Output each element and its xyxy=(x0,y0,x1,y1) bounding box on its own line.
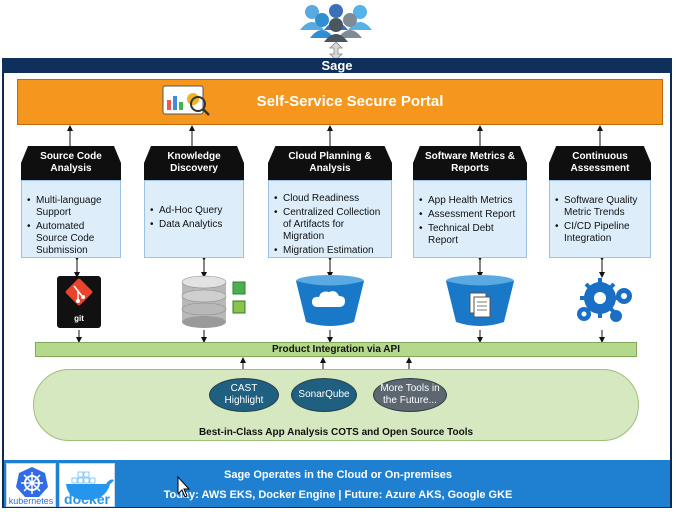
docker-logo xyxy=(59,463,115,507)
users-icon xyxy=(300,4,372,60)
sage-header: Sage xyxy=(2,58,672,73)
portal-title: Self-Service Secure Portal xyxy=(256,93,444,110)
portal-dashboard-icon xyxy=(162,85,210,116)
list-item: Ad-Hoc Query xyxy=(150,205,239,217)
category-header-cloud: Cloud Planning & Analysis xyxy=(268,146,392,180)
tools-caption: Best-in-Class App Analysis COTS and Open… xyxy=(198,427,474,438)
list-item: Software Quality Metric Trends xyxy=(555,195,646,219)
deployment-line: Sage Operates in the Cloud or On-premise… xyxy=(224,469,452,481)
database-icon xyxy=(181,275,246,328)
category-body-continuous: Software Quality Metric Trends CI/CD Pip… xyxy=(549,180,651,258)
category-body-knowledge: Ad-Hoc Query Data Analytics xyxy=(144,180,244,258)
footer-bar xyxy=(4,460,670,507)
list-item: Cloud Readiness xyxy=(274,193,387,205)
kubernetes-label: kubernetes xyxy=(8,496,54,506)
git-label: git xyxy=(74,314,84,323)
reports-bucket-icon xyxy=(446,275,514,326)
category-header-metrics: Software Metrics & Reports xyxy=(413,146,527,180)
tool-sonarqube: SonarQube xyxy=(291,378,357,412)
category-body-source-code: Multi-language Support Automated Source … xyxy=(21,180,121,258)
integration-bar: Product Integration via API xyxy=(35,342,637,357)
tool-cast-highlight: CAST Highlight xyxy=(209,378,279,412)
platforms-line: Today: AWS EKS, Docker Engine | Future: … xyxy=(163,489,513,501)
list-item: Centralized Collection of Artifacts for … xyxy=(274,207,387,243)
list-item: Technical Debt Report xyxy=(419,223,522,247)
cloud-bucket-icon xyxy=(296,275,364,326)
list-item: Data Analytics xyxy=(150,219,239,231)
list-item: Automated Source Code Submission xyxy=(27,221,116,257)
docker-label: docker xyxy=(64,491,110,507)
category-header-source-code: Source Code Analysis xyxy=(21,146,121,180)
docker-icon xyxy=(66,471,114,500)
category-body-metrics: App Health Metrics Assessment Report Tec… xyxy=(413,180,527,258)
kubernetes-logo xyxy=(6,463,56,507)
tool-more-tools: More Tools in the Future... xyxy=(373,378,447,412)
gears-icon xyxy=(577,278,632,322)
list-item: Multi-language Support xyxy=(27,195,116,219)
list-item: App Health Metrics xyxy=(419,195,522,207)
list-item: Migration Estimation xyxy=(274,245,387,257)
list-item: Assessment Report xyxy=(419,209,522,221)
kubernetes-icon xyxy=(16,467,48,497)
git-icon xyxy=(57,276,101,328)
category-header-knowledge: Knowledge Discovery xyxy=(144,146,244,180)
list-item: CI/CD Pipeline Integration xyxy=(555,221,646,245)
category-body-cloud: Cloud Readiness Centralized Collection o… xyxy=(268,180,392,258)
portal-banner xyxy=(17,79,663,125)
category-header-continuous: Continuous Assessment xyxy=(549,146,651,180)
